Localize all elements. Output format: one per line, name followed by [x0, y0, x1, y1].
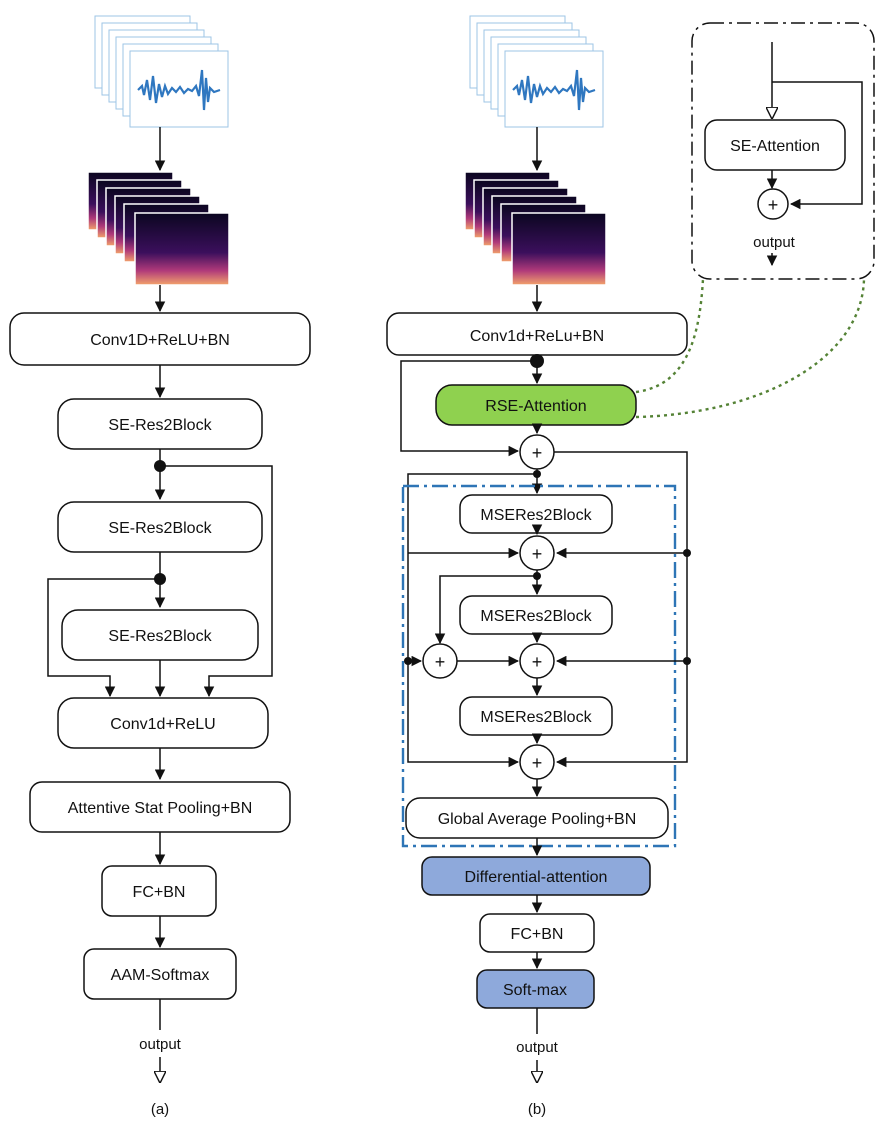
- se-attention-block: [704, 119, 846, 171]
- differential-attention-block: [421, 856, 651, 896]
- mseres2block-3-label: MSERes2Block: [480, 709, 592, 726]
- se-res2block-2-label: SE-Res2Block: [108, 520, 212, 537]
- plus-icon: +: [532, 753, 543, 773]
- junction-dot: [683, 549, 691, 557]
- waveform-stack-icon: [469, 15, 604, 128]
- rse-attention-inset: SE-Attention + output: [691, 22, 875, 280]
- plus-icon: +: [768, 195, 779, 215]
- global-average-pooling-label: Global Average Pooling+BN: [438, 811, 637, 828]
- differential-attention-label: Differential-attention: [465, 869, 608, 886]
- attentive-stat-pooling-label: Attentive Stat Pooling+BN: [68, 800, 253, 817]
- softmax-label: Soft-max: [503, 982, 567, 999]
- plus-icon: +: [532, 544, 543, 564]
- junction-dot: [404, 657, 412, 665]
- conv1d-relu-label: Conv1d+ReLU: [110, 716, 215, 733]
- inset-add-node: [757, 188, 789, 220]
- mseres2block-2-label: MSERes2Block: [480, 608, 592, 625]
- conv1d-relu-block: [57, 697, 269, 749]
- softmax-block: [476, 969, 595, 1009]
- fc-bn-label-a: FC+BN: [133, 884, 186, 901]
- output-label-a: output: [139, 1036, 182, 1053]
- se-res2block-1-label: SE-Res2Block: [108, 417, 212, 434]
- inset-connector-top: [635, 278, 705, 394]
- output-label-b: output: [516, 1039, 559, 1056]
- fc-bn-block-a: [101, 865, 217, 917]
- panel-a: Conv1D+ReLU+BN SE-Res2Block SE-Res2Block…: [9, 15, 311, 1118]
- waveform-stack-icon: [94, 15, 229, 128]
- conv1d-relu-bn-label-b: Conv1d+ReLu+BN: [470, 328, 604, 345]
- spectrogram-stack-icon: [464, 171, 607, 286]
- inset-output-label: output: [753, 234, 796, 251]
- plus-icon: +: [532, 443, 543, 463]
- inset-connector-bottom: [635, 278, 866, 419]
- panel-b: Conv1d+ReLu+BN RSE-Attention + MSERes2Bl…: [386, 15, 875, 1118]
- plus-icon: +: [435, 652, 446, 672]
- junction-dot: [683, 657, 691, 665]
- caption-b: (b): [528, 1101, 546, 1118]
- plus-icon: +: [532, 652, 543, 672]
- rse-attention-label: RSE-Attention: [485, 398, 586, 415]
- aam-softmax-label: AAM-Softmax: [111, 967, 210, 984]
- se-res2block-3-label: SE-Res2Block: [108, 628, 212, 645]
- caption-a: (a): [151, 1101, 169, 1118]
- se-attention-label: SE-Attention: [730, 138, 820, 155]
- spectrogram-stack-icon: [87, 171, 230, 286]
- conv1d-relu-bn-label: Conv1D+ReLU+BN: [90, 332, 230, 349]
- fc-bn-label-b: FC+BN: [511, 926, 564, 943]
- mseres2block-1-label: MSERes2Block: [480, 507, 592, 524]
